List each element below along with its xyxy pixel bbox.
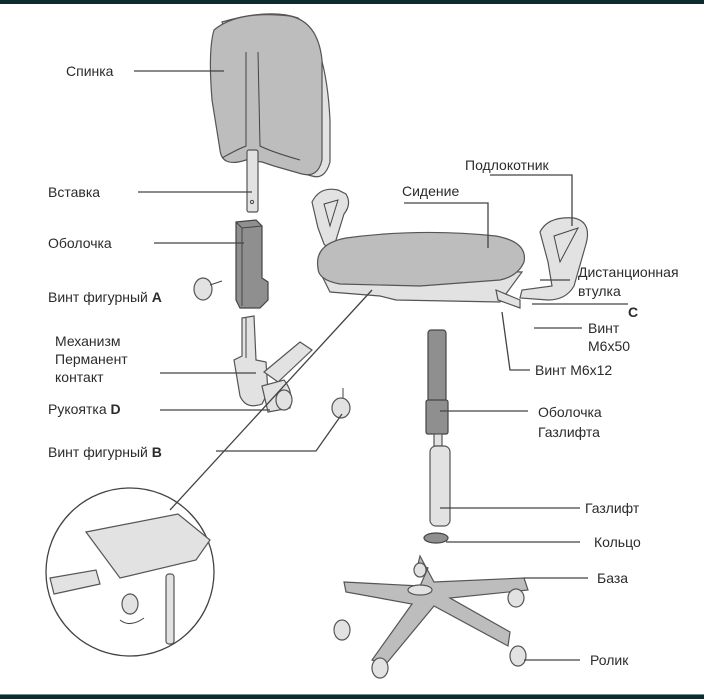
label-spacer-line2: втулка bbox=[578, 283, 621, 299]
base-part bbox=[333, 554, 529, 679]
label-screw-b-text: Винт фигурный bbox=[48, 444, 148, 460]
label-screw-b-letter: B bbox=[151, 444, 162, 460]
ring-part bbox=[423, 532, 449, 544]
label-shell: Оболочка bbox=[48, 235, 112, 251]
leader-lines bbox=[134, 70, 628, 661]
label-gaslift: Газлифт bbox=[585, 500, 640, 516]
gaslift-part bbox=[425, 329, 451, 527]
label-mechanism-line3: контакт bbox=[55, 369, 104, 385]
label-handle-letter: D bbox=[110, 401, 121, 417]
seat-bracket-part bbox=[495, 289, 521, 309]
screw-b-part bbox=[331, 388, 351, 419]
insert-part bbox=[246, 149, 259, 213]
label-mechanism-line1: Механизм bbox=[55, 333, 121, 349]
label-handle-text: Рукоятка bbox=[48, 401, 107, 417]
label-handle: Рукоятка D bbox=[48, 401, 121, 418]
label-screw-m6x50-line2: М6х50 bbox=[588, 338, 631, 354]
screw-a-part bbox=[193, 277, 223, 301]
backrest-part bbox=[209, 13, 331, 178]
label-screw-m6x50-line1: Винт bbox=[588, 320, 620, 336]
label-screw-a-text: Винт фигурный bbox=[48, 289, 148, 305]
bottom-frame-bar bbox=[0, 694, 704, 699]
label-screw-m6x12: Винт М6х12 bbox=[535, 362, 613, 378]
label-spacer-line1: Дистанционная bbox=[578, 264, 679, 280]
shell-part bbox=[235, 219, 269, 309]
armrest-left-part bbox=[311, 188, 350, 251]
detail-inset bbox=[45, 487, 215, 657]
label-base: База bbox=[597, 570, 629, 586]
mechanism-part bbox=[233, 315, 313, 413]
label-backrest: Спинка bbox=[66, 63, 114, 79]
label-gaslift-shell-line1: Оболочка bbox=[538, 404, 602, 420]
label-mechanism-line2: Перманент bbox=[55, 351, 128, 367]
label-caster: Ролик bbox=[590, 652, 629, 668]
label-armrest: Подлокотник bbox=[465, 157, 549, 173]
top-frame-bar bbox=[0, 0, 704, 4]
label-seat: Сидение bbox=[402, 183, 460, 199]
label-gaslift-shell-line2: Газлифта bbox=[538, 424, 600, 440]
seat-part bbox=[316, 231, 526, 303]
label-c: C bbox=[628, 304, 639, 320]
label-ring: Кольцо bbox=[594, 534, 641, 550]
label-screw-a: Винт фигурный A bbox=[48, 289, 162, 306]
armrest-right-part bbox=[519, 217, 589, 301]
label-insert: Вставка bbox=[48, 184, 101, 200]
label-screw-a-letter: A bbox=[151, 289, 162, 305]
label-screw-b: Винт фигурный B bbox=[48, 444, 162, 461]
